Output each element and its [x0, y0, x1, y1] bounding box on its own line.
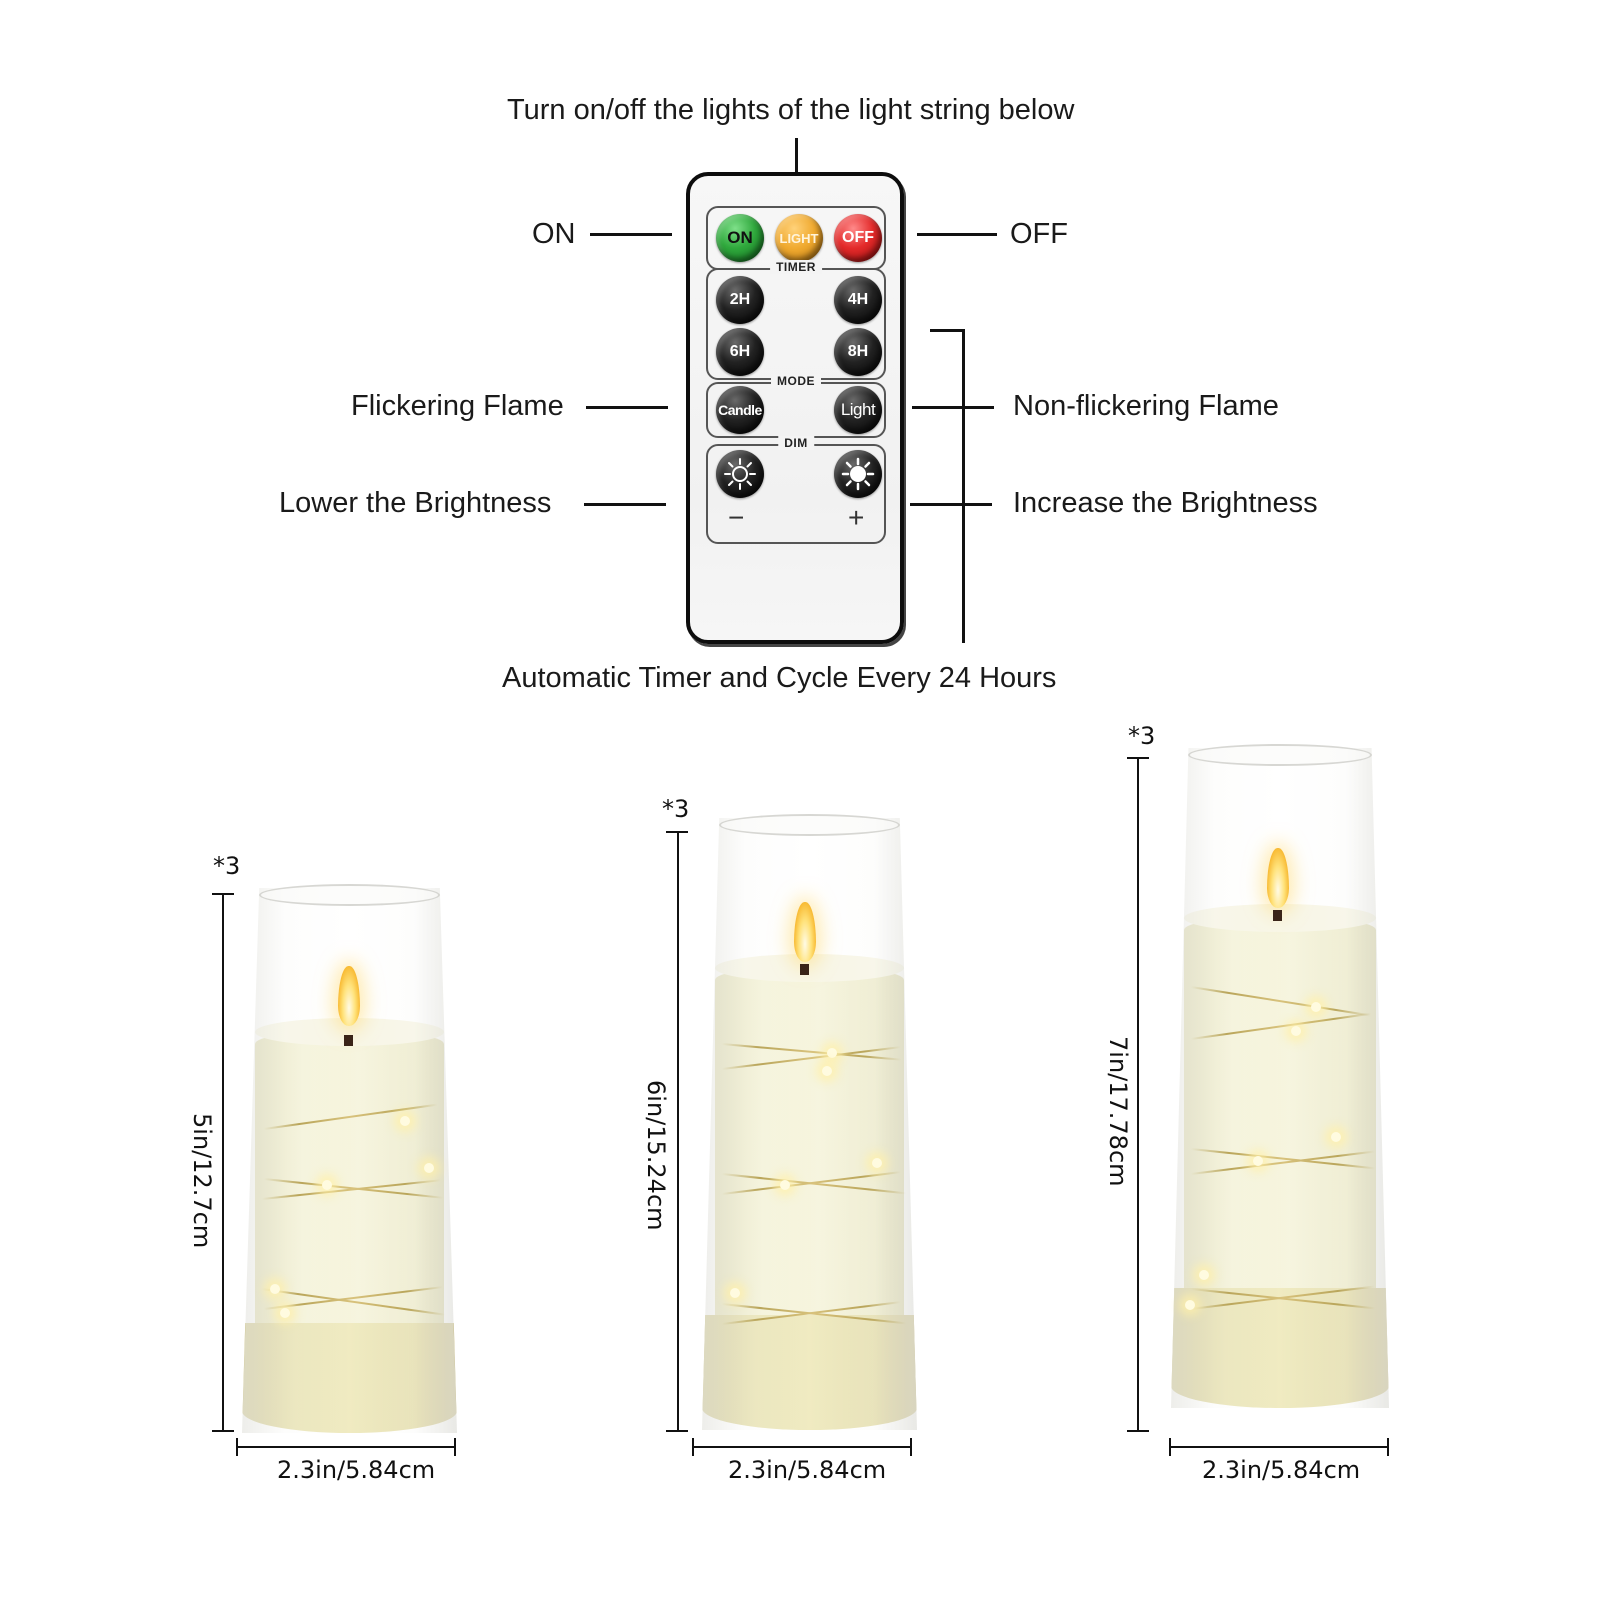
candle-2	[702, 814, 917, 1430]
candle-3-width-cap-left	[1169, 1438, 1171, 1456]
candle-1-width-cap-left	[236, 1438, 238, 1456]
led-light	[1199, 1270, 1209, 1280]
brightness-down-icon	[724, 458, 756, 490]
mode-title: MODE	[771, 374, 821, 388]
light-button[interactable]: LIGHT	[775, 214, 823, 262]
timer-8h-button[interactable]: 8H	[834, 328, 882, 376]
plus-sign: +	[848, 502, 865, 533]
candle-1	[242, 884, 457, 1433]
led-light	[1291, 1026, 1301, 1036]
callout-auto-timer: Automatic Timer and Cycle Every 24 Hours	[502, 662, 1057, 694]
led-light	[424, 1163, 434, 1173]
timer-2h-button[interactable]: 2H	[716, 276, 764, 324]
timer-title: TIMER	[770, 260, 822, 274]
timer-6h-button[interactable]: 6H	[716, 328, 764, 376]
candle-2-quantity: *3	[662, 795, 690, 823]
led-light	[1253, 1156, 1263, 1166]
candle-3-width-cap-right	[1387, 1438, 1389, 1456]
candle-2-height-cap-bottom	[666, 1430, 688, 1432]
candle-1-height-label: 5in/12.7cm	[188, 1113, 216, 1249]
led-light	[827, 1048, 837, 1058]
candle-3-height-label: 7in/17.78cm	[1104, 1036, 1132, 1187]
callout-non-flickering-flame: Non-flickering Flame	[1013, 390, 1279, 422]
callout-flickering-flame: Flickering Flame	[351, 390, 564, 422]
callout-on: ON	[532, 218, 576, 250]
on-button[interactable]: ON	[716, 214, 764, 262]
callout-off: OFF	[1010, 218, 1068, 250]
mode-panel: MODE Candle Light	[706, 374, 886, 438]
minus-sign: −	[728, 502, 745, 533]
candle-3-quantity: *3	[1128, 722, 1156, 750]
wick	[344, 1035, 353, 1046]
led-light	[822, 1066, 832, 1076]
timer-bracket-line	[962, 329, 965, 643]
candle-3-rim	[1188, 744, 1372, 766]
candle-3-width-line	[1169, 1446, 1389, 1448]
led-light	[280, 1308, 290, 1318]
dim-panel: DIM −	[706, 436, 886, 544]
callout-lower-brightness: Lower the Brightness	[279, 487, 552, 519]
brightness-up-icon	[841, 457, 875, 491]
candle-mode-button[interactable]: Candle	[716, 386, 764, 434]
led-light	[270, 1284, 280, 1294]
candle-1-rim	[259, 884, 440, 906]
candle-2-width-label: 2.3in/5.84cm	[728, 1456, 887, 1484]
candle-2-width-line	[692, 1446, 912, 1448]
dim-down-button[interactable]	[716, 450, 764, 498]
callout-increase-brightness: Increase the Brightness	[1013, 487, 1318, 519]
timer-4h-button[interactable]: 4H	[834, 276, 882, 324]
callout-line-off	[917, 233, 997, 236]
callout-line-on	[590, 233, 672, 236]
candle-3-glass	[1171, 748, 1389, 1408]
candle-1-height-cap-bottom	[212, 1430, 234, 1432]
candle-2-width-cap-left	[692, 1438, 694, 1456]
led-light	[1331, 1132, 1341, 1142]
led-light	[1311, 1002, 1321, 1012]
led-light	[322, 1180, 332, 1190]
power-panel: ON LIGHT OFF	[706, 206, 886, 270]
candle-3-width-label: 2.3in/5.84cm	[1202, 1456, 1361, 1484]
timer-bracket-top	[930, 329, 962, 332]
candle-2-width-cap-right	[910, 1438, 912, 1456]
callout-line-increase	[910, 503, 992, 506]
callout-light-string: Turn on/off the lights of the light stri…	[507, 94, 1075, 126]
led-light	[1185, 1300, 1195, 1310]
candle-1-width-line	[236, 1446, 456, 1448]
candle-1-width-label: 2.3in/5.84cm	[277, 1456, 436, 1484]
candle-3	[1171, 744, 1389, 1408]
flame-icon	[338, 966, 360, 1026]
candle-2-height-line	[677, 831, 679, 1431]
flame-icon	[1267, 848, 1289, 908]
off-button[interactable]: OFF	[834, 214, 882, 262]
dim-title: DIM	[778, 436, 814, 450]
timer-panel: TIMER 2H 4H 6H 8H	[706, 260, 886, 380]
dim-up-button[interactable]	[834, 450, 882, 498]
callout-line-nonflicker	[912, 406, 994, 409]
callout-line-top	[795, 138, 798, 172]
flame-icon	[794, 902, 816, 962]
candle-1-width-cap-right	[454, 1438, 456, 1456]
wick	[800, 964, 809, 975]
candle-2-rim	[719, 814, 900, 836]
candle-1-quantity: *3	[213, 852, 241, 880]
led-light	[780, 1180, 790, 1190]
wick	[1273, 910, 1282, 921]
remote-control: ON LIGHT OFF TIMER 2H 4H 6H 8H MODE Cand…	[686, 172, 904, 644]
led-light	[872, 1158, 882, 1168]
candle-2-height-label: 6in/15.24cm	[642, 1080, 670, 1231]
callout-line-flicker	[586, 406, 668, 409]
callout-line-lower	[584, 503, 666, 506]
light-mode-button[interactable]: Light	[834, 386, 882, 434]
candle-3-height-line	[1137, 757, 1139, 1431]
candle-1-height-line	[222, 893, 224, 1431]
led-light	[400, 1116, 410, 1126]
candle-3-height-cap-bottom	[1127, 1430, 1149, 1432]
led-light	[730, 1288, 740, 1298]
